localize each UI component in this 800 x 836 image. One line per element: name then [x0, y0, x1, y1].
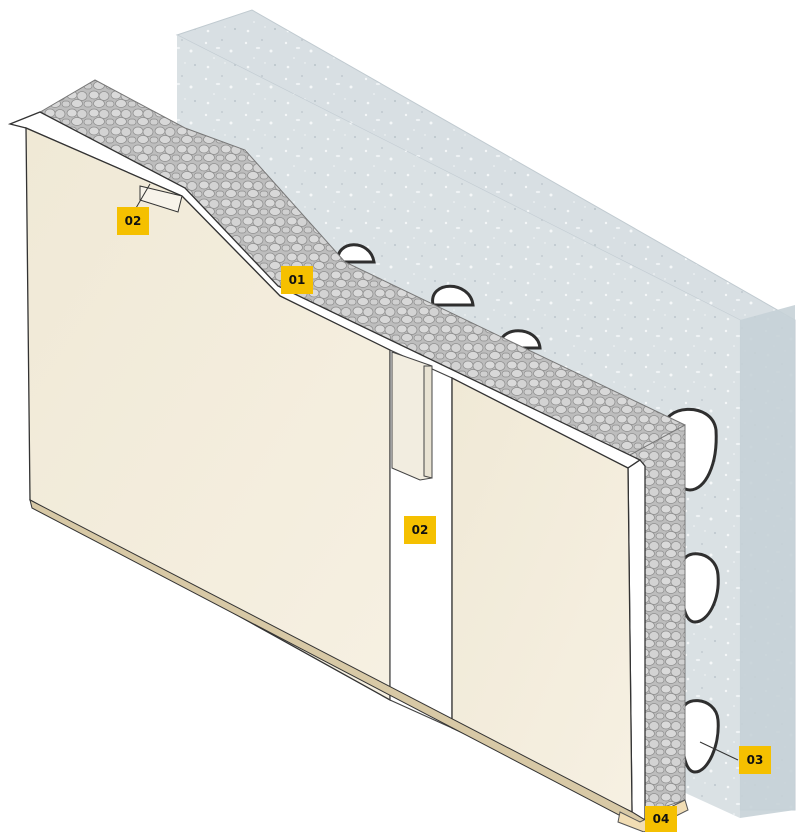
label-04: 04 [645, 806, 677, 832]
label-02-top: 02 [117, 207, 149, 235]
label-02-middle-text: 02 [411, 523, 429, 537]
label-02-middle: 02 [404, 516, 436, 544]
label-01-text: 01 [288, 273, 306, 287]
leader-line-03 [699, 741, 739, 761]
top-corner-tape [139, 185, 183, 213]
board-top-edge [7, 111, 646, 822]
label-04-text: 04 [652, 812, 670, 826]
label-03: 03 [739, 746, 771, 774]
label-01: 01 [281, 266, 313, 294]
leader-line-02-top [135, 183, 151, 209]
leader-lines [135, 183, 739, 761]
label-02-top-text: 02 [124, 214, 142, 228]
label-03-text: 03 [746, 753, 764, 767]
